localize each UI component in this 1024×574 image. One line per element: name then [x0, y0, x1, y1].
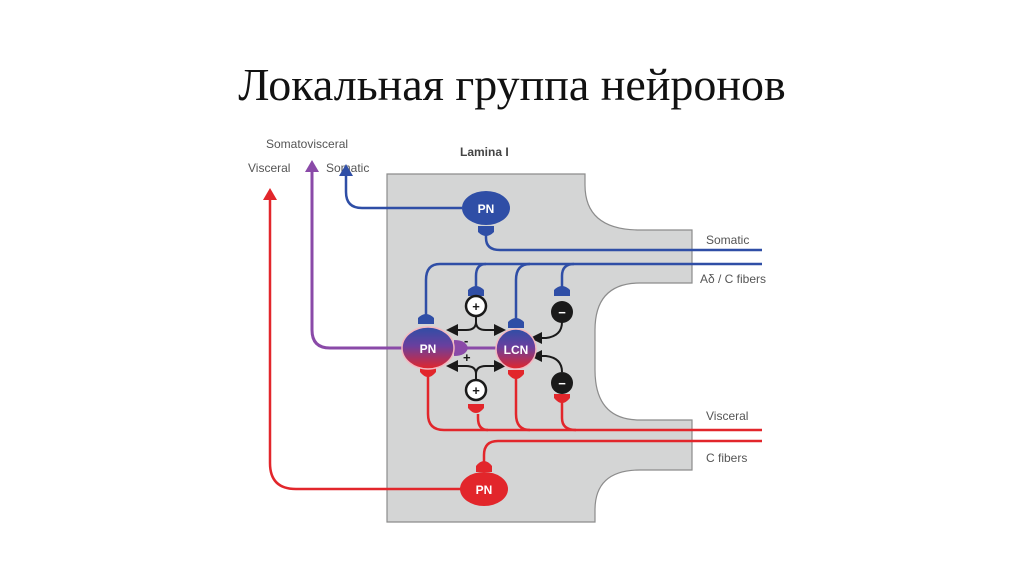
terminal-icon	[554, 394, 570, 403]
inhibitory-interneuron-bottom: −	[551, 372, 573, 394]
somatic-pathway	[344, 172, 762, 322]
somatic-arrow-icon	[339, 164, 353, 176]
terminal-icon	[508, 318, 524, 328]
terminal-icon	[478, 226, 494, 236]
pn-lcn-synapse-icon	[454, 340, 468, 356]
blue-terminals	[418, 226, 570, 328]
somatovisceral-pathway	[310, 170, 404, 350]
terminal-icon	[554, 286, 570, 296]
synapse-sign-plus: +	[463, 350, 471, 365]
lamina-label: Lamina I	[460, 145, 509, 159]
terminal-icon	[418, 314, 434, 324]
projection-neuron-somatic: PN	[462, 191, 510, 225]
cell-label: LCN	[504, 343, 529, 357]
synapse-sign-minus: -	[464, 333, 468, 348]
terminal-icon	[508, 370, 524, 379]
inhibitory-interneuron-top: −	[551, 301, 573, 323]
projection-neuron-somatovisceral: PN	[401, 326, 455, 370]
output-label-somatovisceral: Somatovisceral	[266, 137, 348, 151]
cell-label: PN	[478, 202, 495, 216]
projection-neuron-visceral: PN	[460, 472, 508, 506]
terminal-icon	[468, 286, 484, 296]
cell-label: PN	[476, 483, 493, 497]
excitatory-interneuron-bottom: +	[464, 378, 488, 402]
input-label-ad-c-fibers: Aδ / C fibers	[700, 272, 766, 286]
input-label-somatic: Somatic	[706, 233, 749, 247]
visceral-arrow-icon	[263, 188, 277, 200]
minus-icon: −	[558, 305, 566, 320]
minus-icon: −	[558, 376, 566, 391]
red-terminals	[420, 368, 570, 472]
visceral-pathway	[268, 196, 762, 491]
local-circuit-neuron: LCN	[495, 328, 537, 370]
plus-icon: +	[472, 383, 480, 398]
somatovisceral-arrow-icon	[305, 160, 319, 172]
lamina-region	[386, 173, 693, 523]
local-connections	[446, 316, 563, 382]
excitatory-interneuron-top: +	[464, 294, 488, 318]
input-label-c-fibers: C fibers	[706, 451, 747, 465]
slide-title: Локальная группа нейронов	[238, 59, 786, 110]
input-label-visceral: Visceral	[706, 409, 748, 423]
terminal-icon	[468, 404, 484, 413]
terminal-icon	[420, 368, 436, 377]
terminal-icon	[476, 461, 492, 472]
cell-label: PN	[420, 342, 437, 356]
plus-icon: +	[472, 299, 480, 314]
output-label-visceral: Visceral	[248, 161, 290, 175]
